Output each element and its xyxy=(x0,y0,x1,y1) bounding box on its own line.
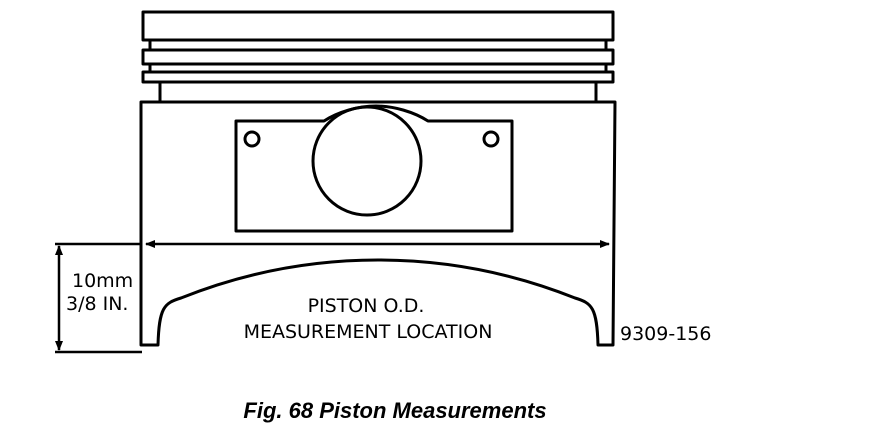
dimension-imperial-label: 3/8 IN. xyxy=(66,293,128,315)
piston-crown xyxy=(141,10,615,42)
ring-land-2 xyxy=(141,48,615,66)
piston-skirt xyxy=(139,100,617,347)
od-label-line2: MEASUREMENT LOCATION xyxy=(244,321,493,343)
od-label-line1: PISTON O.D. xyxy=(308,295,425,317)
figure-caption: Fig. 68 Piston Measurements xyxy=(243,398,546,423)
wrist-pin-bore xyxy=(311,105,423,217)
ring-groove-3 xyxy=(158,80,598,104)
dimension-metric-label: 10mm xyxy=(72,270,133,292)
pin-boss xyxy=(234,104,514,233)
boss-hole-right xyxy=(482,130,500,148)
boss-hole-left xyxy=(243,130,261,148)
figure-code: 9309-156 xyxy=(620,323,711,345)
